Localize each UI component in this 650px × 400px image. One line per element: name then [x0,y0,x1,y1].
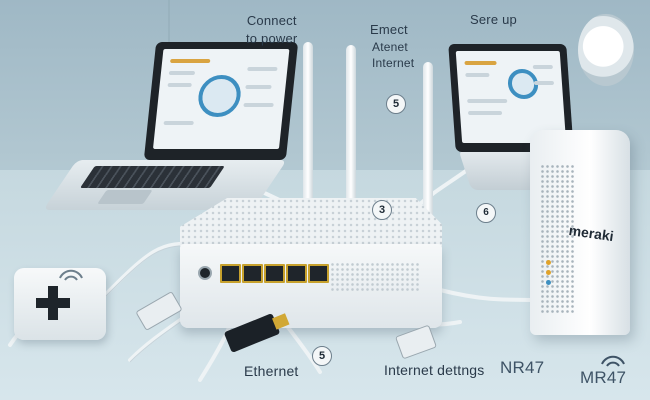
power-port [198,266,212,280]
lan-port-1 [220,264,241,283]
router-antenna-right [423,62,433,220]
status-led-1 [546,260,551,265]
front-vent [330,262,420,292]
label-connect-internet-2: Αtenet [372,40,408,54]
status-led-3 [546,280,551,285]
step-badge-3: 6 [476,203,496,223]
keyboard [79,166,225,188]
label-internet: Internet [372,56,415,70]
router-top-vent [180,198,442,246]
step-badge-1: 5 [386,94,406,114]
wifi-icon-bottom [601,355,625,367]
cross-icon [36,286,70,320]
left-laptop-screen [143,42,299,160]
label-model-2: MR47 [580,368,627,387]
step-badge-2: 3 [372,200,392,220]
router-front-panel [180,244,442,328]
clock-icon [578,14,634,86]
lan-port-5 [308,264,329,283]
trackpad [97,190,153,204]
power-adapter [14,268,106,340]
status-dial [196,75,243,117]
tower-cable [438,288,542,302]
label-connect-internet-1: Emect [370,22,408,37]
meraki-device: meraki [530,130,630,335]
lan-port-4 [286,264,307,283]
lan-port-3 [264,264,285,283]
step-badge-4: 5 [312,346,332,366]
label-internet-settings: Internet dettngs [384,362,485,378]
tower-grille [540,164,576,314]
label-model-1: NR47 [500,358,545,377]
router [180,198,442,328]
router-antenna-left [303,42,313,220]
router-antenna-middle [346,45,356,215]
label-set-up: Sere up [470,12,517,27]
label-ethernet: Ethernet [244,363,299,379]
wifi-icon [59,269,83,281]
router-setup-dashboard [152,49,290,149]
label-connect-to-power: Connect to power [246,13,298,46]
lan-port-2 [242,264,263,283]
status-led-2 [546,270,551,275]
